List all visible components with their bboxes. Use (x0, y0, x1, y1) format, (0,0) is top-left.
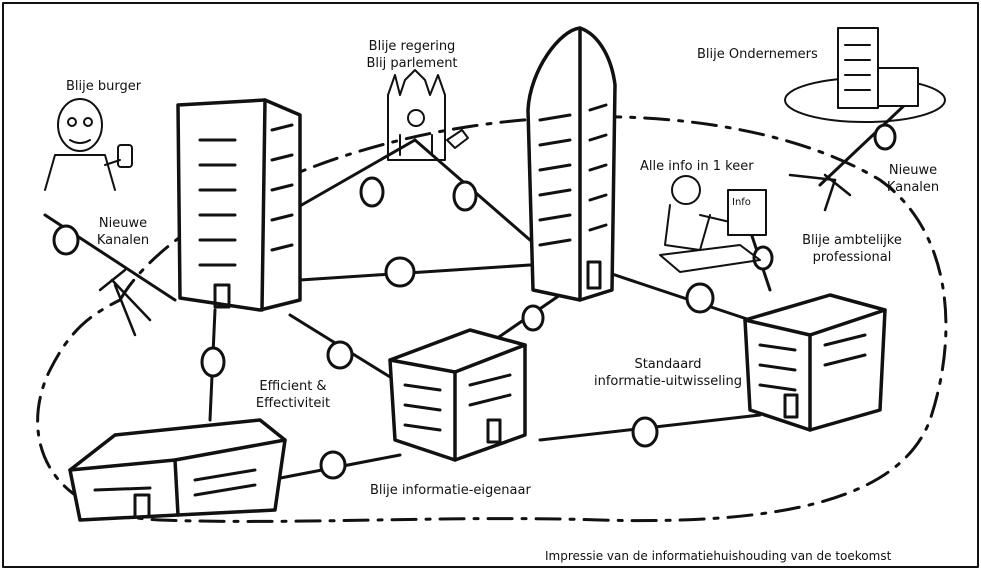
enterprise-building (784, 27, 946, 123)
government-building (387, 69, 469, 161)
label-efficient: Efficient & Effectiviteit (243, 378, 343, 412)
building-right (743, 293, 887, 432)
label-kanalen-right: Kanalen (886, 180, 940, 195)
label-kanalen-left: Kanalen (96, 233, 150, 248)
building-center (388, 328, 527, 462)
label-efficient-1: Efficient & (259, 379, 327, 394)
label-blij-parlement: Blij parlement (366, 56, 458, 71)
tower-left (176, 98, 302, 312)
label-nieuwe-kanalen-left: Nieuwe Kanalen (88, 215, 158, 249)
tower-center (526, 26, 617, 302)
label-nieuwe-right: Nieuwe (888, 163, 938, 178)
label-blije-burger: Blije burger (66, 79, 142, 94)
label-nieuwe-kanalen-right: Nieuwe Kanalen (878, 162, 948, 196)
citizen-figure (44, 98, 133, 191)
dashdot-boundary (36, 115, 948, 523)
channel-arrows (98, 173, 852, 337)
label-ambtelijke-professional: Blije ambtelijke professional (792, 232, 912, 266)
label-standaard-1: Standaard (634, 357, 702, 372)
label-standaard: Standaard informatie-uitwisseling (588, 356, 748, 390)
label-informatie-eigenaar: Blije informatie-eigenaar (370, 483, 531, 498)
label-nieuwe-left: Nieuwe (98, 216, 148, 231)
label-blije-ondernemers: Blije Ondernemers (697, 47, 818, 62)
label-effectiviteit: Effectiviteit (255, 396, 331, 411)
label-alle-info: Alle info in 1 keer (640, 159, 754, 174)
label-professional: professional (812, 250, 892, 265)
label-informatie-uitwisseling: informatie-uitwisseling (594, 374, 742, 389)
label-blije-regering: Blije regering (368, 39, 456, 54)
caption: Impressie van de informatiehuishouding v… (545, 549, 892, 563)
label-regering: Blije regering Blij parlement (352, 38, 472, 72)
connector-nodes (52, 123, 897, 480)
info-sign: Info (732, 197, 751, 208)
house-left (68, 418, 287, 522)
civil-servant-figure (659, 175, 767, 273)
label-blije-ambtelijke: Blije ambtelijke (802, 233, 902, 248)
